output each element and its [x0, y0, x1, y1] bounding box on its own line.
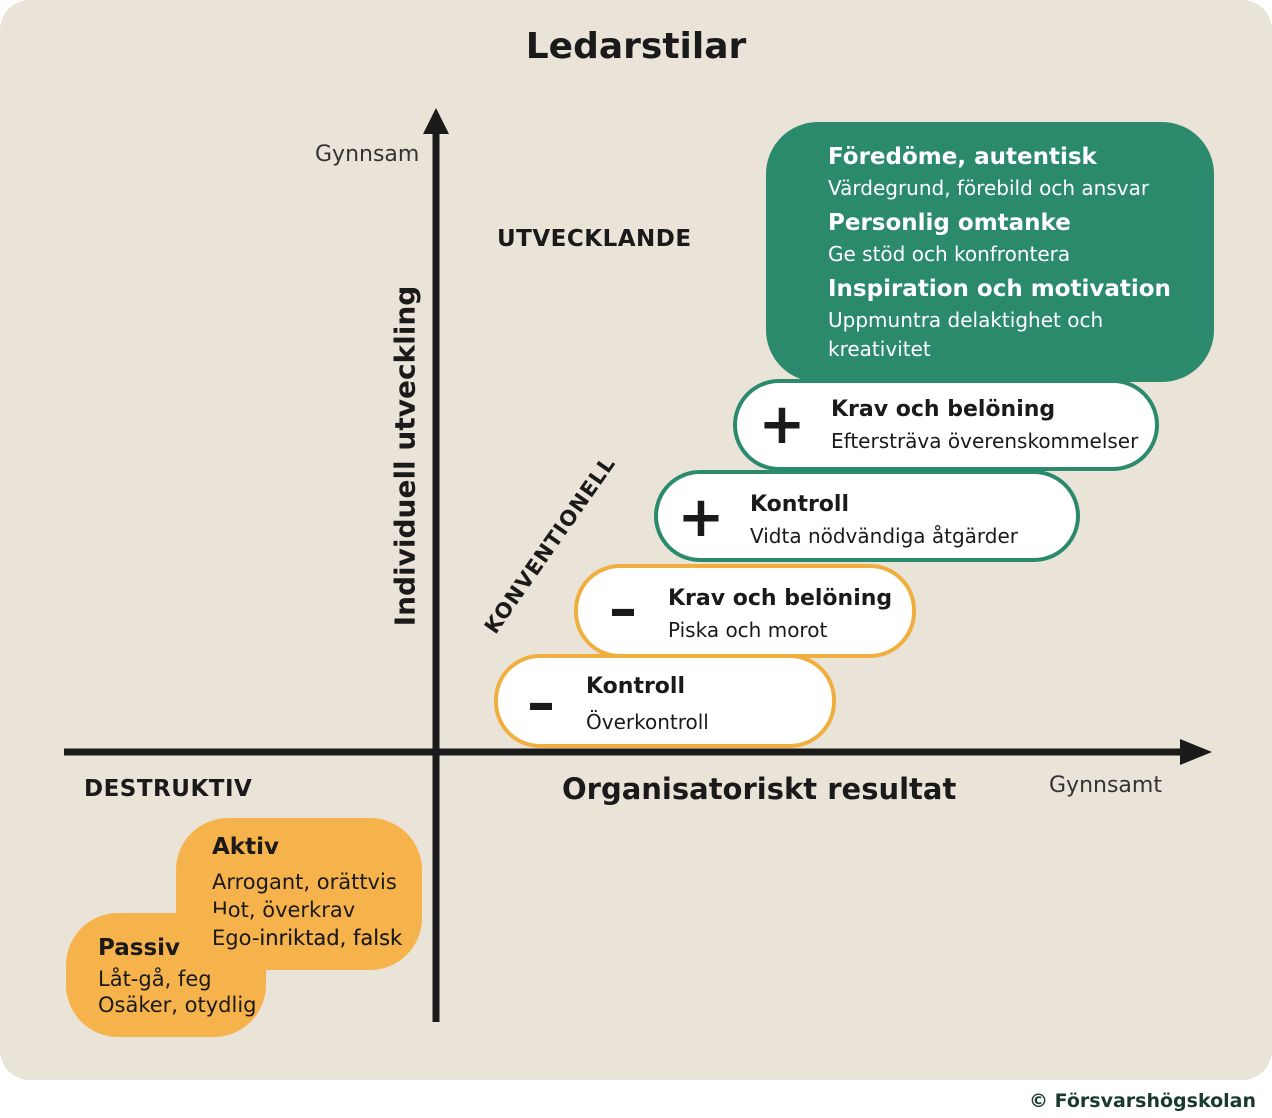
- box-desc: Piska och morot: [668, 618, 828, 642]
- diagram-title: Ledarstilar: [525, 26, 747, 67]
- box-title: Krav och belöning: [668, 586, 893, 611]
- box-title: Kontroll: [586, 674, 685, 699]
- item-desc: Uppmuntra delaktighet och: [828, 308, 1104, 332]
- item-title: Inspiration och motivation: [828, 276, 1171, 302]
- region-destruktiv: DESTRUKTIV: [84, 776, 253, 802]
- x-axis-arrowhead: [1180, 739, 1212, 765]
- konventionell-box: + Krav och belöning Eftersträva överensk…: [733, 379, 1159, 471]
- plus-sign: +: [758, 392, 806, 457]
- x-axis-right-label: Gynnsamt: [1049, 773, 1162, 798]
- x-axis-label: Organisatoriskt resultat: [562, 772, 957, 806]
- aktiv-title: Aktiv: [212, 834, 279, 860]
- konventionell-box: – Kontroll Överkontroll: [494, 654, 836, 748]
- konventionell-box: + Kontroll Vidta nödvändiga åtgärder: [654, 470, 1080, 562]
- copyright: © Försvarshögskolan: [1029, 1090, 1256, 1112]
- plus-sign: +: [677, 485, 725, 550]
- passiv-line: Låt-gå, feg: [98, 967, 212, 991]
- item-desc: Värdegrund, förebild och ansvar: [828, 176, 1150, 200]
- aktiv-line: Arrogant, orättvis: [212, 870, 397, 894]
- item-title: Föredöme, autentisk: [828, 144, 1097, 170]
- item-desc: kreativitet: [828, 337, 931, 361]
- box-desc: Överkontroll: [586, 710, 709, 734]
- item-title: Personlig omtanke: [828, 210, 1071, 236]
- item-desc: Ge stöd och konfrontera: [828, 242, 1071, 266]
- region-utvecklande: UTVECKLANDE: [497, 226, 692, 252]
- box-desc: Vidta nödvändiga åtgärder: [750, 524, 1019, 548]
- passiv-title: Passiv: [98, 935, 181, 961]
- minus-sign: –: [527, 671, 555, 736]
- y-axis-top-label: Gynnsam: [315, 142, 420, 167]
- box-title: Krav och belöning: [831, 397, 1056, 422]
- konventionell-box: – Krav och belöning Piska och morot: [574, 564, 916, 658]
- minus-sign: –: [609, 577, 637, 642]
- utvecklande-box: Föredöme, autentisk Värdegrund, förebild…: [766, 122, 1214, 382]
- aktiv-box-overlay: Ego-inriktad, falsk: [176, 818, 422, 970]
- passiv-line: Osäker, otydlig: [98, 993, 257, 1017]
- box-desc: Eftersträva överenskommelser: [831, 429, 1139, 453]
- box-title: Kontroll: [750, 492, 849, 517]
- passiv-box: Passiv Låt-gå, feg Osäker, otydlig: [66, 913, 266, 1037]
- aktiv-line: Ego-inriktad, falsk: [212, 926, 403, 950]
- y-axis-arrowhead: [423, 108, 449, 134]
